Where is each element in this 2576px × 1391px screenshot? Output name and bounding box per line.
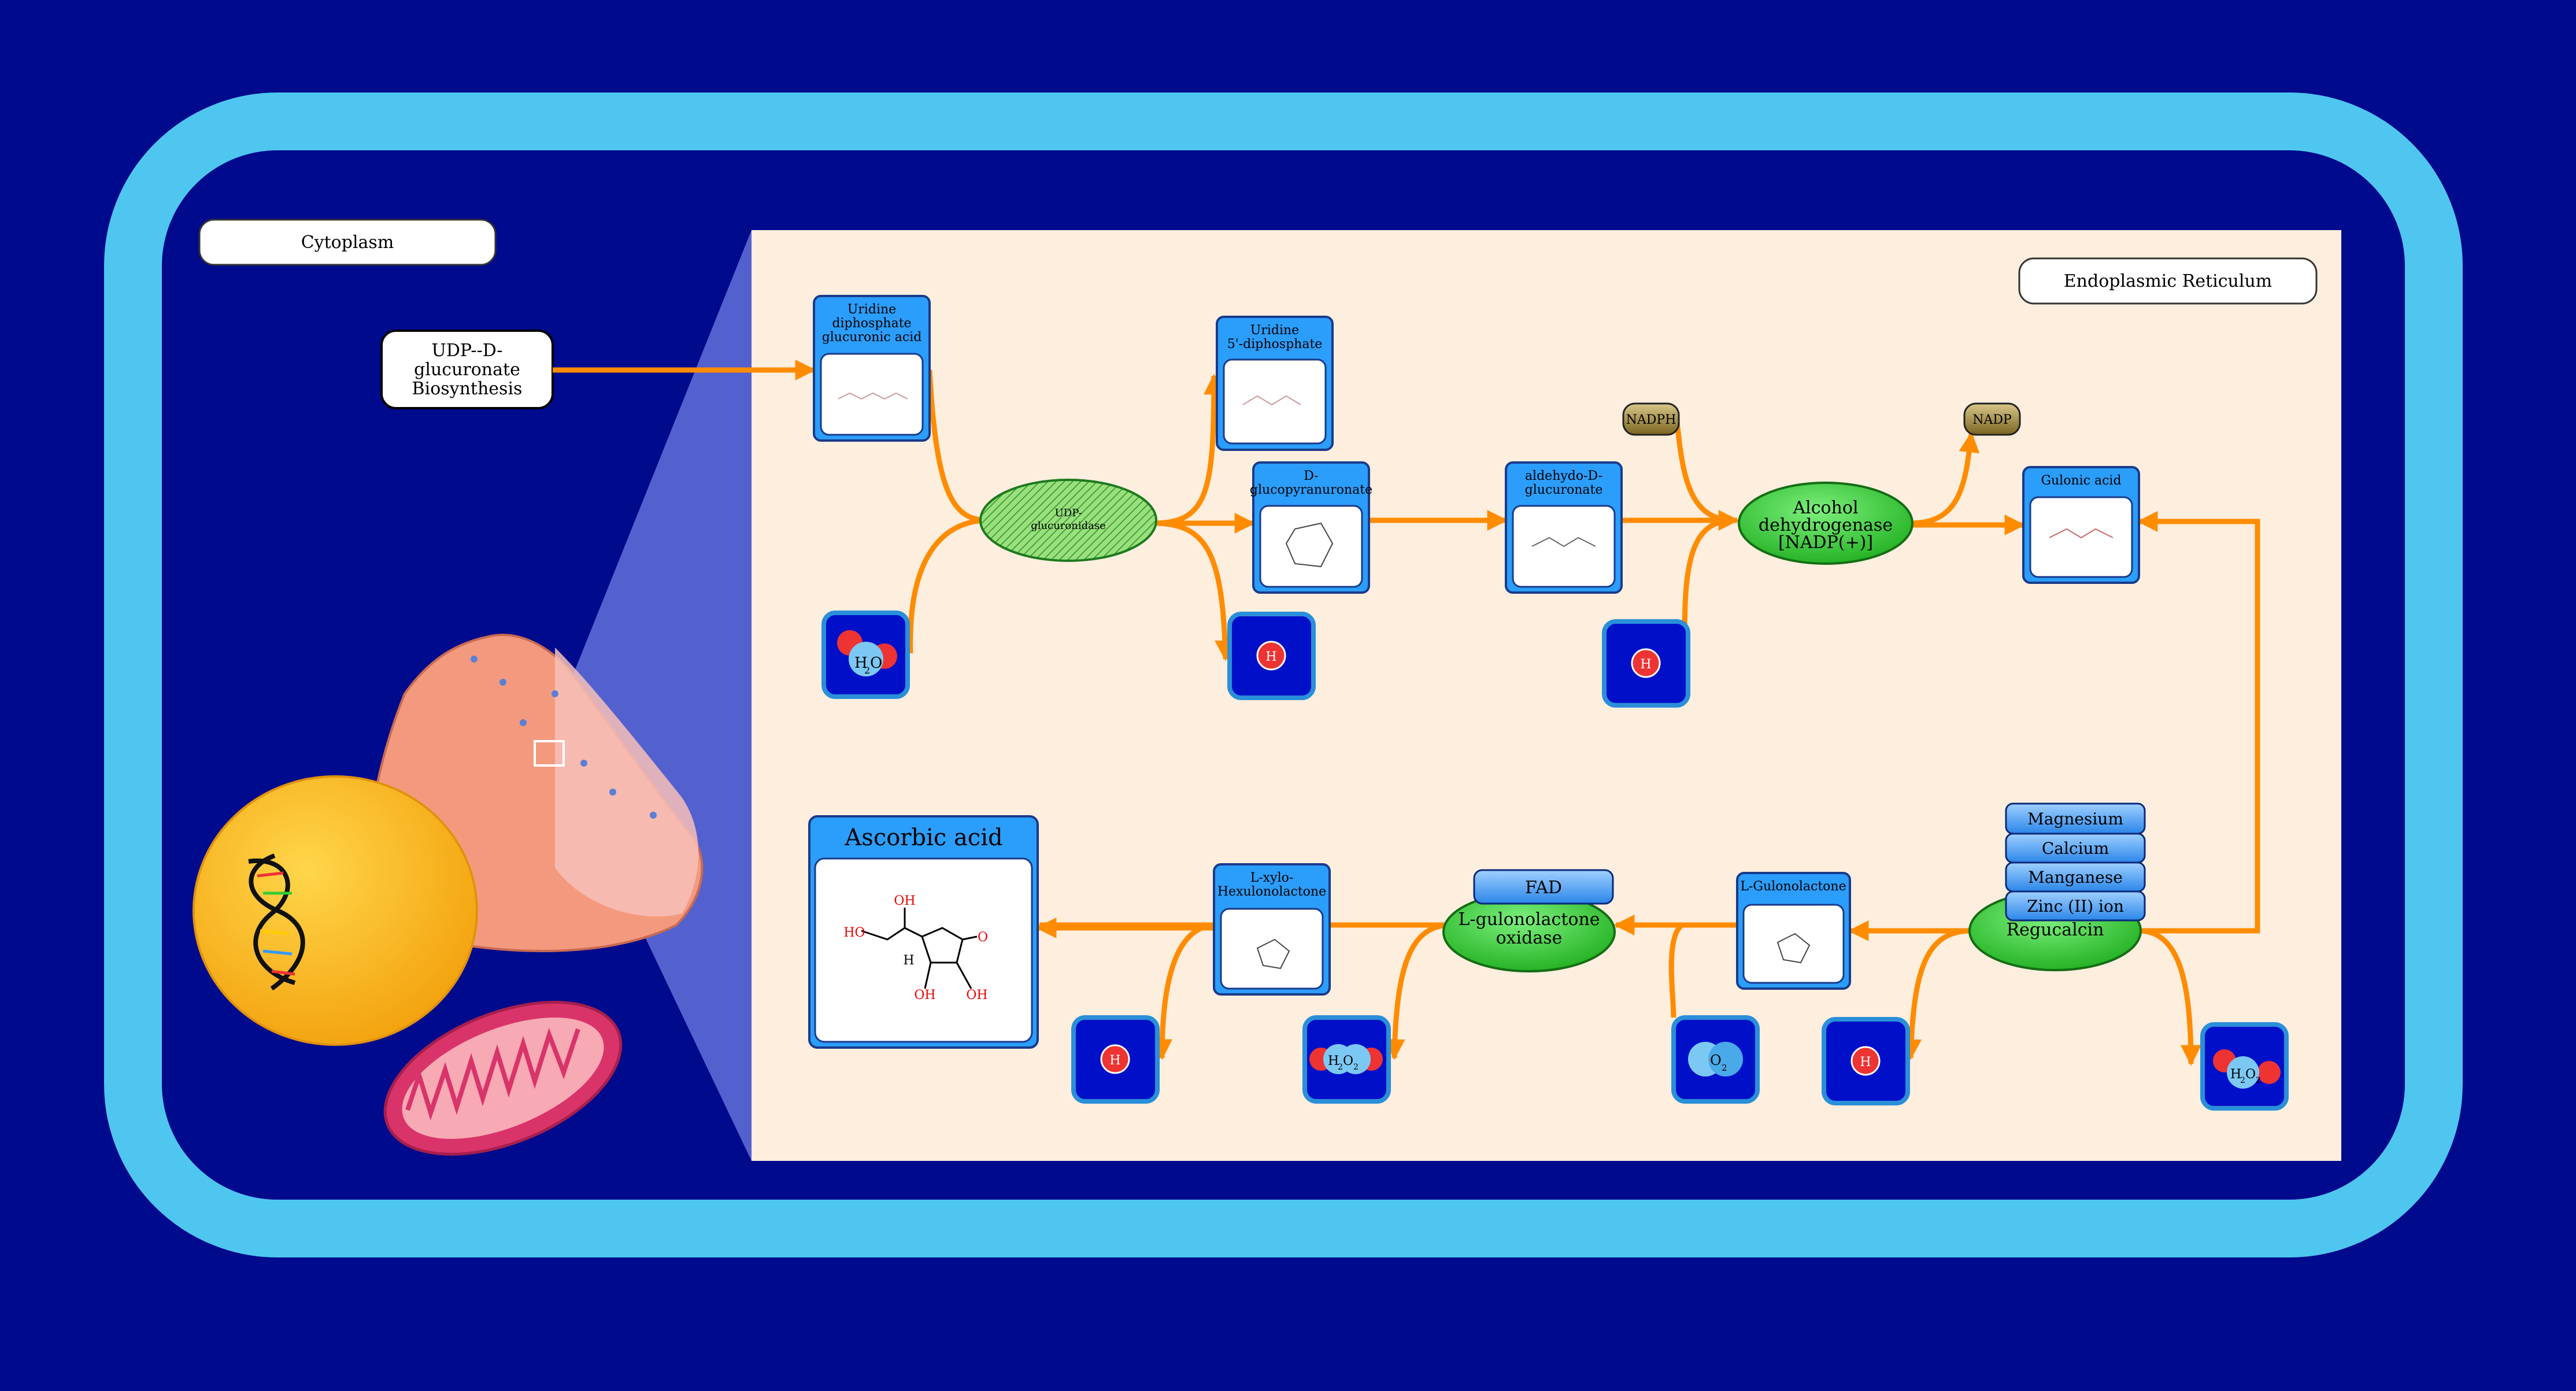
svg-text:5'-diphosphate: 5'-diphosphate — [1227, 337, 1323, 352]
svg-text:OH: OH — [894, 894, 915, 908]
svg-text:L-gulonolactone: L-gulonolactone — [1458, 909, 1600, 930]
cofactor-nadp[interactable]: NADP — [1963, 402, 2021, 436]
svg-text:2: 2 — [864, 665, 870, 676]
svg-text:L-xylo-: L-xylo- — [1250, 871, 1294, 885]
compound-aldehydo-d-glucuronate[interactable]: aldehydo-D- glucuronate — [1505, 461, 1623, 594]
svg-text:aldehydo-D-: aldehydo-D- — [1525, 469, 1602, 483]
svg-text:NADPH: NADPH — [1626, 413, 1676, 427]
svg-text:Hexulonolactone: Hexulonolactone — [1217, 885, 1326, 899]
svg-text:dehydrogenase: dehydrogenase — [1759, 515, 1893, 535]
svg-text:UDP--D-: UDP--D- — [432, 341, 503, 361]
svg-text:Endoplasmic Reticulum: Endoplasmic Reticulum — [2064, 271, 2272, 291]
molecule-hydrogen-ion-3[interactable]: H — [1071, 1015, 1160, 1104]
molecule-water-1[interactable]: H 2 O — [821, 611, 910, 699]
er-label: Endoplasmic Reticulum — [2018, 257, 2318, 305]
cofactor-zinc-ion[interactable]: Zinc (II) ion — [2005, 890, 2146, 922]
svg-text:H: H — [1640, 657, 1651, 672]
svg-text:glucuronate: glucuronate — [1525, 483, 1603, 497]
svg-text:H: H — [2230, 1067, 2241, 1082]
svg-text:2: 2 — [1338, 1063, 1343, 1072]
svg-text:glucopyranuronate: glucopyranuronate — [1250, 483, 1372, 497]
molecule-hydrogen-ion-1[interactable]: H — [1227, 612, 1316, 700]
cell-membrane — [104, 93, 2463, 1257]
molecule-oxygen[interactable]: O 2 — [1671, 1015, 1760, 1104]
cofactor-calcium[interactable]: Calcium — [2005, 833, 2146, 864]
svg-text:glucuronic acid: glucuronic acid — [822, 330, 922, 345]
svg-text:O: O — [870, 654, 882, 672]
mitochondrion-illustration — [383, 1001, 623, 1156]
cofactor-manganese[interactable]: Manganese — [2005, 861, 2146, 893]
svg-text:Manganese: Manganese — [2028, 868, 2123, 887]
enzyme-udp-glucuronidase[interactable]: UDP- glucuronidase — [979, 479, 1157, 562]
svg-text:Alcohol: Alcohol — [1792, 498, 1858, 518]
svg-text:L-Gulonolactone: L-Gulonolactone — [1740, 879, 1846, 894]
svg-text:O: O — [978, 930, 988, 945]
molecule-hydrogen-peroxide-2[interactable]: H 2 O 2 — [2200, 1022, 2289, 1111]
molecule-hydrogen-peroxide-1[interactable]: H 2 O 2 — [1302, 1015, 1391, 1104]
svg-text:O: O — [2245, 1067, 2256, 1082]
svg-text:H: H — [1328, 1054, 1339, 1068]
svg-text:diphosphate: diphosphate — [832, 316, 911, 331]
svg-text:2: 2 — [1353, 1063, 1359, 1072]
svg-text:oxidase: oxidase — [1496, 928, 1563, 948]
svg-text:NADP: NADP — [1972, 413, 2012, 427]
svg-text:glucuronate: glucuronate — [414, 360, 520, 380]
ascorbic-acid-structure — [861, 908, 978, 989]
compound-udp-glucuronic-acid[interactable]: Uridine diphosphate glucuronic acid — [813, 295, 931, 442]
enzyme-alcohol-dehydrogenase[interactable]: Alcohol dehydrogenase [NADP(+)] — [1738, 482, 1914, 565]
svg-text:FAD: FAD — [1525, 878, 1562, 898]
compound-udp[interactable]: Uridine 5'-diphosphate — [1216, 316, 1334, 451]
molecule-hydrogen-ion-2[interactable]: H — [1602, 619, 1690, 708]
dna-illustration — [248, 853, 305, 991]
svg-text:OH: OH — [966, 988, 987, 1002]
nucleus-illustration — [193, 775, 478, 1046]
svg-text:Zinc (II) ion: Zinc (II) ion — [2027, 897, 2124, 916]
molecule-hydrogen-ion-4[interactable]: H — [1822, 1017, 1910, 1105]
svg-text:2: 2 — [2256, 1076, 2261, 1085]
svg-text:H: H — [854, 654, 868, 672]
svg-text:2: 2 — [1722, 1063, 1727, 1073]
svg-text:OH: OH — [914, 988, 935, 1002]
svg-text:Magnesium: Magnesium — [2027, 809, 2123, 828]
svg-text:UDP-: UDP- — [1055, 507, 1082, 519]
reaction-arrows — [553, 360, 2260, 1066]
compound-ascorbic-acid[interactable]: Ascorbic acid OH HO H O OH OH — [808, 815, 1039, 1049]
pathway-udp-glucuronate-biosynthesis[interactable]: UDP--D- glucuronate Biosynthesis — [380, 330, 554, 409]
svg-text:Ascorbic acid: Ascorbic acid — [844, 824, 1002, 851]
svg-text:H: H — [903, 953, 914, 968]
cofactor-magnesium[interactable]: Magnesium — [2005, 802, 2146, 835]
svg-text:[NADP(+)]: [NADP(+)] — [1778, 532, 1873, 553]
svg-text:Uridine: Uridine — [847, 302, 896, 317]
svg-text:O: O — [1343, 1054, 1353, 1068]
compound-gulonic-acid[interactable]: Gulonic acid — [2022, 466, 2140, 584]
svg-text:glucuronidase: glucuronidase — [1031, 520, 1105, 532]
cytoplasm-label: Cytoplasm — [198, 219, 497, 266]
svg-text:Calcium: Calcium — [2042, 839, 2109, 858]
enzyme-l-gulonolactone-oxidase[interactable]: L-gulonolactone oxidase — [1442, 891, 1616, 972]
svg-text:H: H — [1860, 1055, 1871, 1070]
svg-text:Regucalcin: Regucalcin — [2007, 920, 2104, 940]
compound-d-glucopyranuronate[interactable]: D- glucopyranuronate — [1250, 461, 1372, 594]
svg-text:2: 2 — [2240, 1076, 2245, 1085]
svg-text:H: H — [1109, 1053, 1120, 1068]
svg-text:Cytoplasm: Cytoplasm — [301, 232, 394, 253]
svg-text:Gulonic acid: Gulonic acid — [2041, 473, 2121, 488]
svg-text:O: O — [1710, 1052, 1722, 1068]
cofactor-nadph[interactable]: NADPH — [1622, 402, 1680, 436]
zoom-projection — [543, 230, 752, 1161]
svg-text:Uridine: Uridine — [1250, 323, 1299, 338]
svg-text:H: H — [1265, 650, 1276, 664]
svg-text:HO: HO — [843, 926, 865, 940]
compound-l-xylo-hexulonolactone[interactable]: L-xylo- Hexulonolactone — [1213, 863, 1331, 996]
compound-l-gulonolactone[interactable]: L-Gulonolactone — [1736, 872, 1851, 990]
svg-text:Biosynthesis: Biosynthesis — [412, 379, 523, 399]
cofactor-fad[interactable]: FAD — [1473, 869, 1614, 905]
svg-text:D-: D- — [1304, 469, 1318, 483]
